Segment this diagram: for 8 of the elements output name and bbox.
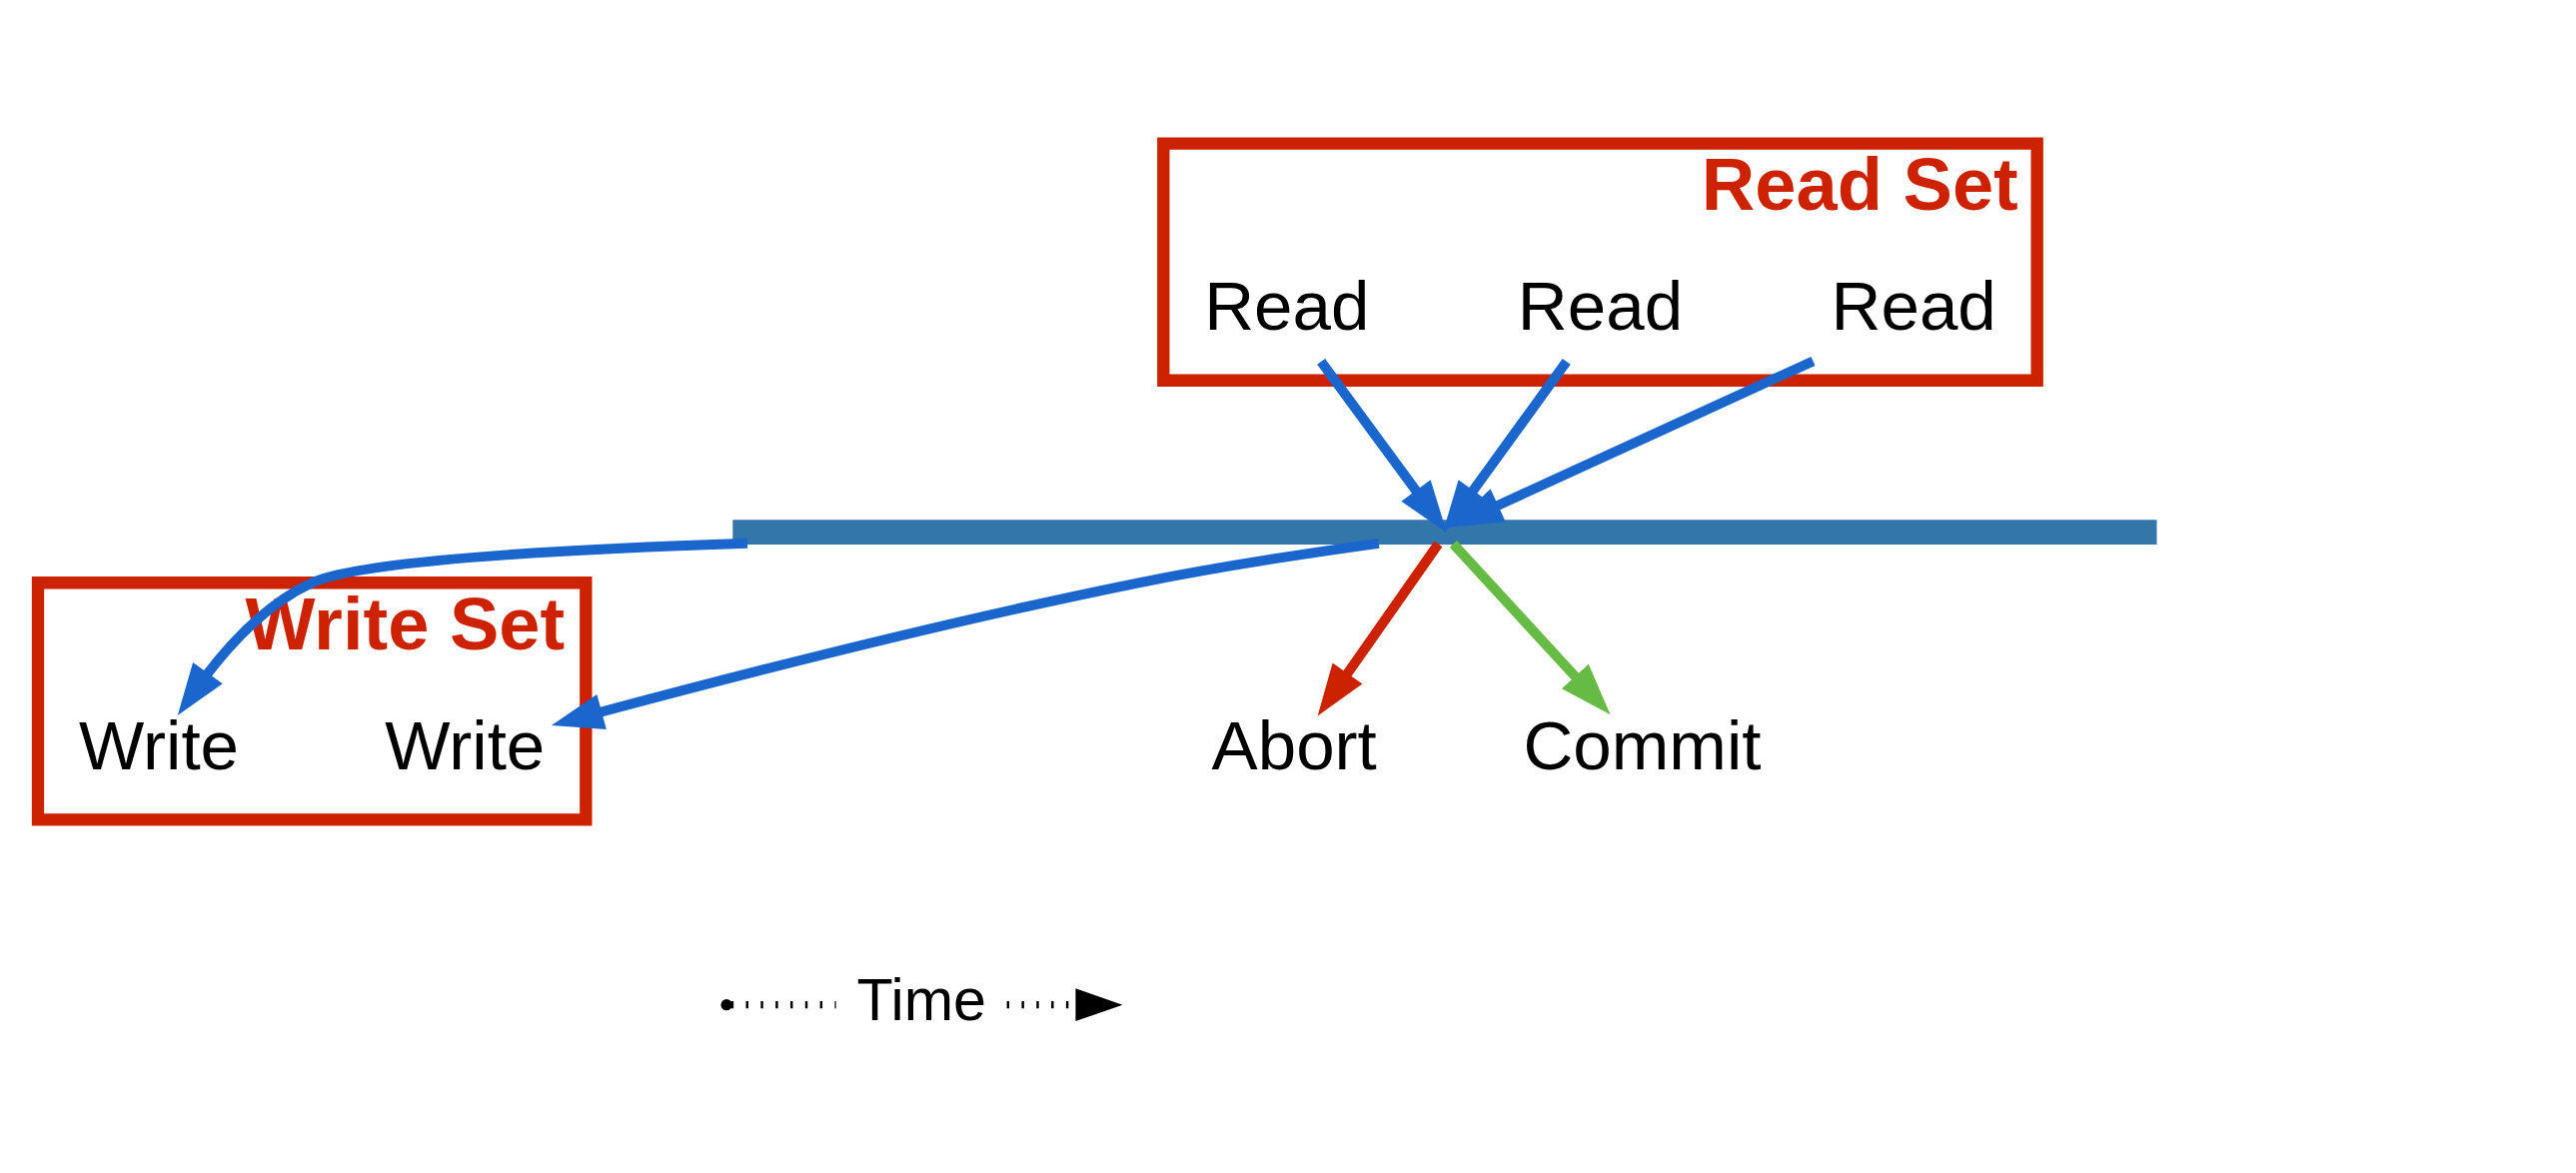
node-text: Read [1517, 266, 1684, 345]
node-text: Write [385, 705, 546, 784]
label: Time [856, 965, 986, 1033]
node-text: Read [1204, 266, 1370, 345]
node-text: Read [1831, 266, 1996, 345]
node-text: Abort [1211, 705, 1377, 784]
node-text: Write [78, 705, 240, 784]
node-text: Commit [1523, 705, 1762, 784]
